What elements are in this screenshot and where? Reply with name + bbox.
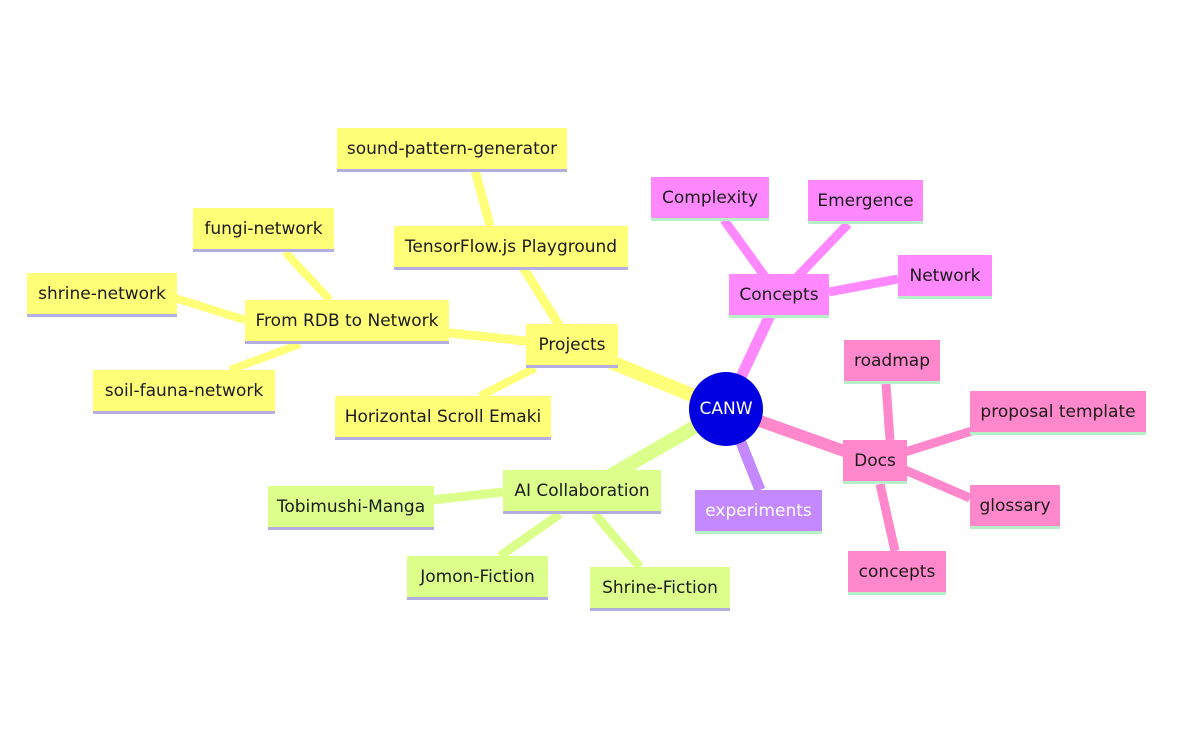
node-from-rdb-to-network[interactable]: From RDB to Network bbox=[245, 300, 449, 344]
mindmap-edge bbox=[431, 487, 504, 505]
node-tobimushi-manga[interactable]: Tobimushi-Manga bbox=[268, 486, 434, 530]
root-node-canw[interactable]: CANW bbox=[689, 372, 763, 446]
node-proposal-template[interactable]: proposal template bbox=[970, 391, 1146, 435]
mindmap-edge bbox=[497, 510, 563, 560]
mindmap-edge bbox=[875, 483, 900, 552]
mindmap-edge bbox=[282, 249, 333, 303]
node-soil-fauna-network[interactable]: soil-fauna-network bbox=[93, 370, 275, 414]
mindmap-edge bbox=[228, 340, 302, 374]
node-roadmap[interactable]: roadmap bbox=[844, 340, 940, 384]
node-concepts-doc[interactable]: concepts bbox=[848, 551, 946, 595]
node-experiments[interactable]: experiments bbox=[695, 490, 822, 534]
mindmap-edge bbox=[478, 364, 537, 400]
mindmap-edge bbox=[591, 511, 644, 570]
node-fungi-network[interactable]: fungi-network bbox=[193, 208, 334, 252]
node-shrine-fiction[interactable]: Shrine-Fiction bbox=[590, 567, 730, 611]
node-glossary[interactable]: glossary bbox=[970, 485, 1060, 529]
node-projects[interactable]: Projects bbox=[526, 324, 618, 368]
node-shrine-network[interactable]: shrine-network bbox=[27, 273, 177, 317]
node-docs[interactable]: Docs bbox=[843, 440, 907, 484]
mindmap-edge bbox=[734, 437, 766, 493]
mindmap-edge bbox=[903, 465, 972, 503]
node-sound-pattern-generator[interactable]: sound-pattern-generator bbox=[337, 128, 567, 172]
node-concepts[interactable]: Concepts bbox=[729, 274, 829, 318]
node-horizontal-scroll-emaki[interactable]: Horizontal Scroll Emaki bbox=[335, 396, 551, 440]
node-network[interactable]: Network bbox=[898, 255, 992, 299]
mindmap-edge bbox=[828, 274, 899, 297]
mindmap-edge bbox=[881, 383, 895, 441]
node-tensorflow-playground[interactable]: TensorFlow.js Playground bbox=[394, 226, 628, 270]
mindmap-edge bbox=[903, 425, 977, 457]
node-ai-collaboration[interactable]: AI Collaboration bbox=[503, 470, 661, 514]
node-complexity[interactable]: Complexity bbox=[651, 177, 769, 221]
mindmap-edge bbox=[173, 294, 247, 324]
node-emergence[interactable]: Emergence bbox=[808, 180, 923, 224]
node-jomon-fiction[interactable]: Jomon-Fiction bbox=[407, 556, 548, 600]
mindmap-edge bbox=[470, 168, 495, 228]
